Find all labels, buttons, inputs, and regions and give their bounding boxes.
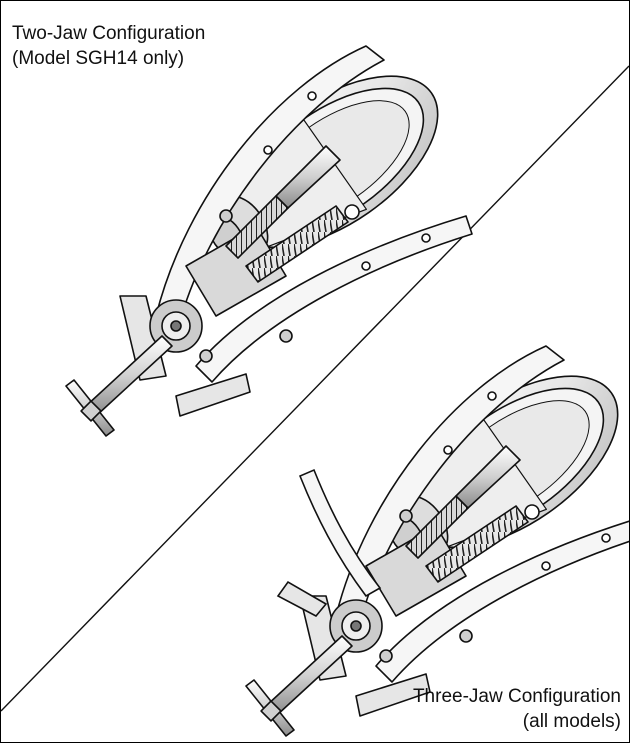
two-jaw-puller-drawing: [65, 41, 473, 437]
three-jaw-title: Three-Jaw Configuration: [412, 686, 621, 707]
three-jaw-caption: Three-Jaw Configuration (all models): [413, 684, 621, 734]
three-jaw-puller-drawing: [245, 341, 629, 737]
two-jaw-subtitle: (Model SGH14 only): [12, 48, 185, 69]
two-jaw-caption: Two-Jaw Configuration (Model SGH14 only): [12, 21, 205, 71]
divider-line: [1, 65, 629, 712]
two-jaw-title: Two-Jaw Configuration: [12, 23, 206, 44]
three-jaw-subtitle: (all models): [522, 711, 621, 732]
